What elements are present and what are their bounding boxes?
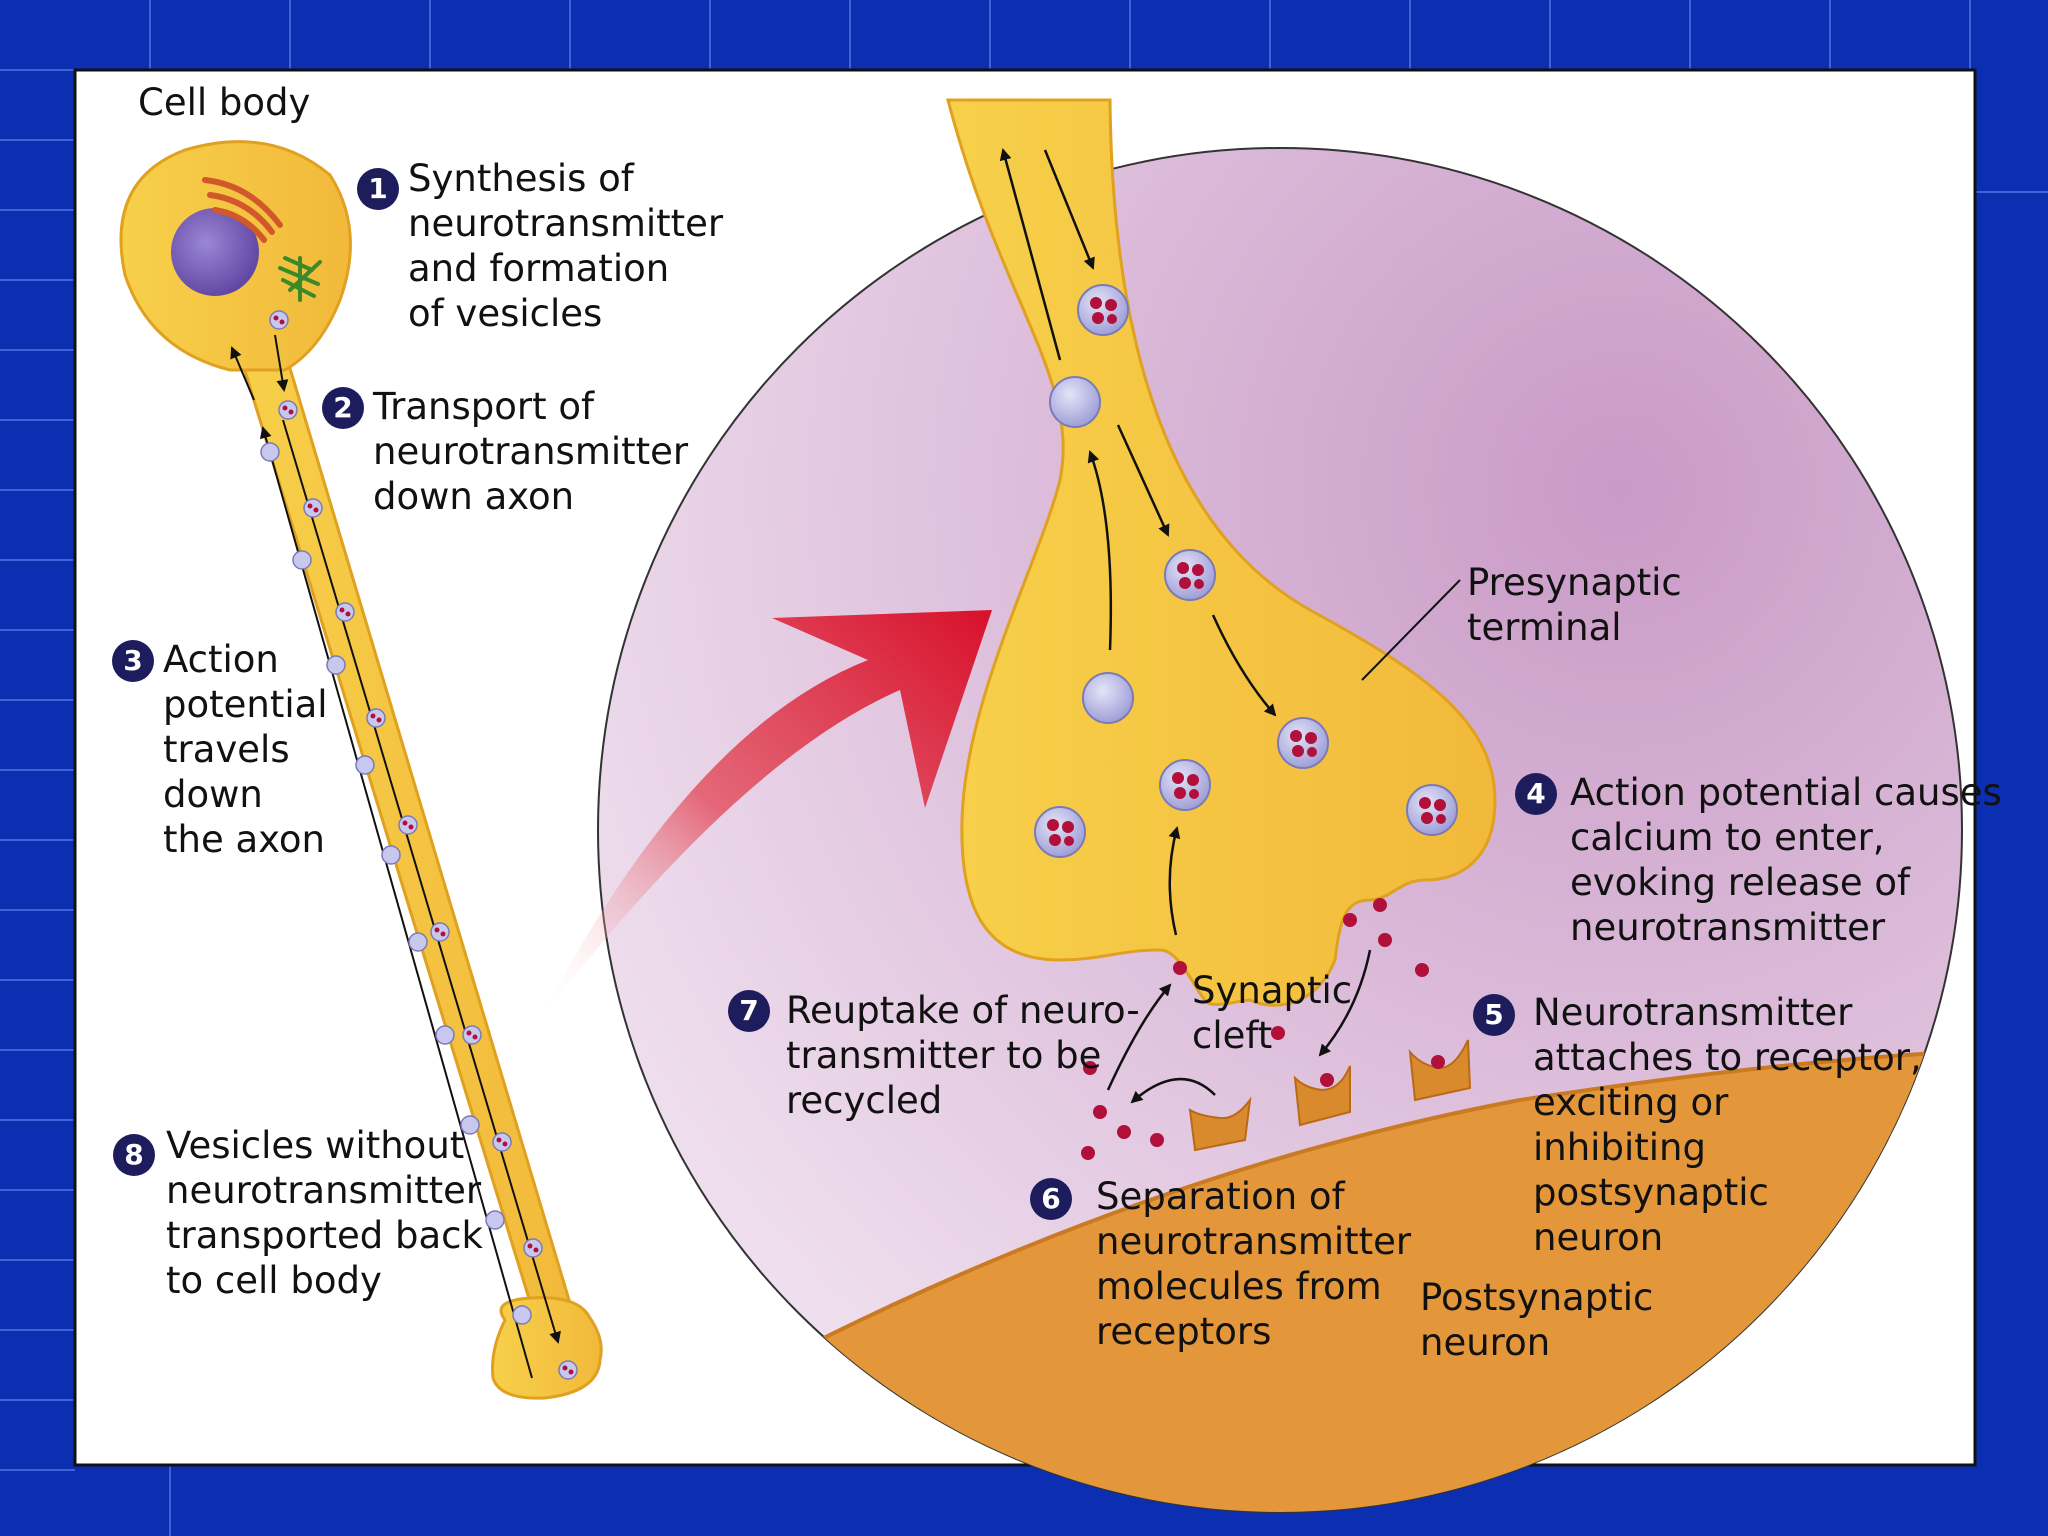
step-3-text: Action potential travels down the axon: [163, 638, 328, 861]
magnify-arrow: [540, 610, 992, 1020]
receptor-2: [1293, 1065, 1351, 1127]
step-6-text: Separation of neurotransmitter molecules…: [1096, 1175, 1412, 1353]
synaptic-cleft-label: Synaptic cleft: [1192, 969, 1353, 1057]
step-2-text: Transport of neurotransmitter down axon: [373, 385, 689, 518]
vesicle-full: [1159, 759, 1211, 811]
vesicle-full: [1034, 806, 1086, 858]
cell-body-label: Cell body: [138, 81, 311, 124]
step-1-badge: 1: [357, 168, 399, 210]
receptor-1: [1188, 1096, 1252, 1152]
step-7-text: Reuptake of neuro- transmitter to be rec…: [786, 989, 1140, 1122]
step-3-badge: 3: [112, 640, 154, 682]
step-4-text: Action potential causes calcium to enter…: [1570, 771, 2002, 949]
neurotransmitter-molecules: [1081, 898, 1445, 1160]
step-4-badge: 4: [1515, 773, 1557, 815]
vesicle-full: [1277, 717, 1329, 769]
terminal-vesicles: [1034, 284, 1458, 858]
vesicle-full: [1164, 549, 1216, 601]
step-2-badge: 2: [322, 387, 364, 429]
step-5-text: Neurotransmitter attaches to receptor, e…: [1533, 991, 1922, 1259]
presynaptic-leader-line: [1361, 579, 1461, 681]
endoplasmic-reticulum: [278, 256, 322, 302]
step-8-badge: 8: [113, 1134, 155, 1176]
vesicle-full: [1406, 784, 1458, 836]
terminal-transport-arrows: [999, 148, 1372, 1104]
step-5-badge: 5: [1473, 994, 1515, 1036]
vesicle-empty: [1082, 672, 1134, 724]
step-1-text: Synthesis of neurotransmitter and format…: [408, 157, 724, 335]
vesicle-empty: [1049, 376, 1101, 428]
postsynaptic-neuron-label: Postsynaptic neuron: [1420, 1276, 1654, 1364]
axon-terminal: [491, 1296, 603, 1400]
step-7-badge: 7: [728, 990, 770, 1032]
step-6-badge: 6: [1030, 1178, 1072, 1220]
presynaptic-terminal-label: Presynaptic terminal: [1467, 561, 1682, 649]
vesicle-full: [1077, 284, 1129, 336]
axon-vesicles: [260, 310, 578, 1380]
golgi-apparatus: [202, 177, 283, 243]
step-8-text: Vesicles without neurotransmitter transp…: [166, 1124, 483, 1302]
nucleus: [171, 208, 259, 296]
